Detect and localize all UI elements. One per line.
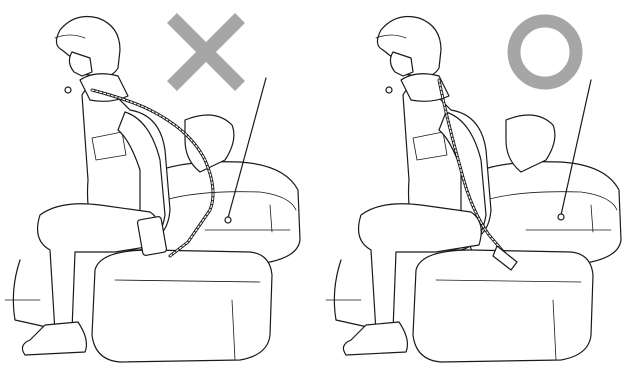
- circle-mark-icon: [514, 21, 576, 83]
- rider-illustration-incorrect: [0, 0, 321, 371]
- saddlebag: [413, 250, 593, 362]
- rider-illustration-correct: [321, 0, 642, 371]
- top-box: [148, 162, 300, 264]
- panel-correct: [321, 0, 642, 371]
- top-box: [469, 162, 621, 264]
- cross-mark-icon: [172, 18, 240, 86]
- panel-incorrect: [0, 0, 321, 371]
- saddlebag: [92, 250, 272, 362]
